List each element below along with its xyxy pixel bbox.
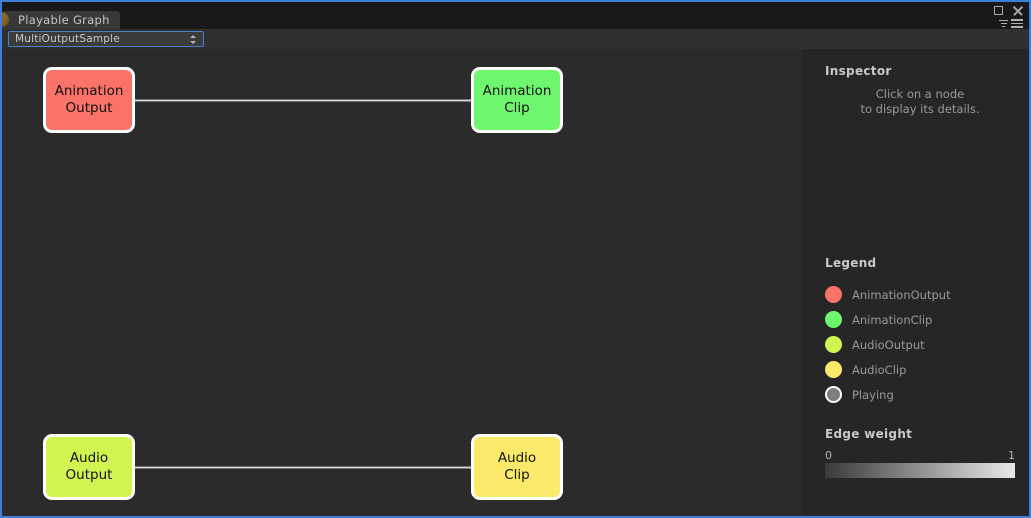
edge-animation-output-to-animation-clip[interactable] bbox=[135, 99, 471, 102]
edge-weight-gradient-bar bbox=[825, 463, 1015, 478]
maximize-icon[interactable] bbox=[994, 6, 1003, 15]
legend-item-label: AudioClip bbox=[852, 362, 907, 377]
close-icon[interactable] bbox=[1012, 5, 1023, 16]
legend-item: AnimationClip bbox=[825, 307, 1015, 332]
up-down-arrows-icon bbox=[190, 34, 197, 45]
edge-weight-panel: Edge weight 0 1 bbox=[825, 427, 1015, 478]
legend-swatch-icon bbox=[825, 386, 842, 403]
node-animation-clip[interactable]: Animation Clip bbox=[471, 67, 563, 133]
legend-item-label: Playing bbox=[852, 387, 894, 402]
legend-title: Legend bbox=[825, 256, 877, 270]
filter-icon[interactable] bbox=[999, 19, 1008, 28]
edge-audio-output-to-audio-clip[interactable] bbox=[135, 466, 471, 469]
legend-item-label: AudioOutput bbox=[852, 337, 925, 352]
window-titlebar: Playable Graph bbox=[2, 2, 1029, 29]
legend-swatch-icon bbox=[825, 336, 842, 353]
legend-item: AudioClip bbox=[825, 357, 1015, 382]
legend-item: Playing bbox=[825, 382, 1015, 407]
legend-swatch-icon bbox=[825, 361, 842, 378]
edge-weight-title: Edge weight bbox=[825, 427, 913, 441]
edge-weight-min-label: 0 bbox=[825, 449, 832, 462]
hamburger-menu-icon[interactable] bbox=[1011, 19, 1023, 28]
playable-graph-icon bbox=[2, 12, 9, 27]
legend-item: AnimationOutput bbox=[825, 282, 1015, 307]
graph-select-value: MultiOutputSample bbox=[15, 33, 120, 45]
window-controls bbox=[994, 5, 1023, 16]
edge-weight-scale: 0 1 bbox=[825, 449, 1015, 463]
legend-swatch-icon bbox=[825, 286, 842, 303]
inspector-hint-text: Click on a node to display its details. bbox=[860, 87, 980, 116]
legend-item-label: AnimationOutput bbox=[852, 287, 951, 302]
tab-playable-graph[interactable]: Playable Graph bbox=[2, 11, 120, 29]
legend-item: AudioOutput bbox=[825, 332, 1015, 357]
graph-toolbar: MultiOutputSample bbox=[2, 29, 1029, 49]
node-audio-clip[interactable]: Audio Clip bbox=[471, 434, 563, 500]
panel-menu-icons bbox=[999, 19, 1023, 28]
inspector-panel: Inspector Click on a node to display its… bbox=[825, 64, 1015, 117]
legend-item-label: AnimationClip bbox=[852, 312, 933, 327]
tab-label: Playable Graph bbox=[18, 13, 110, 27]
inspector-title: Inspector bbox=[825, 64, 892, 78]
edge-weight-max-label: 1 bbox=[1008, 449, 1015, 462]
graph-select-dropdown[interactable]: MultiOutputSample bbox=[8, 31, 204, 47]
node-animation-output[interactable]: Animation Output bbox=[43, 67, 135, 133]
sidebar: Inspector Click on a node to display its… bbox=[802, 49, 1029, 516]
node-audio-output[interactable]: Audio Output bbox=[43, 434, 135, 500]
legend-swatch-icon bbox=[825, 311, 842, 328]
